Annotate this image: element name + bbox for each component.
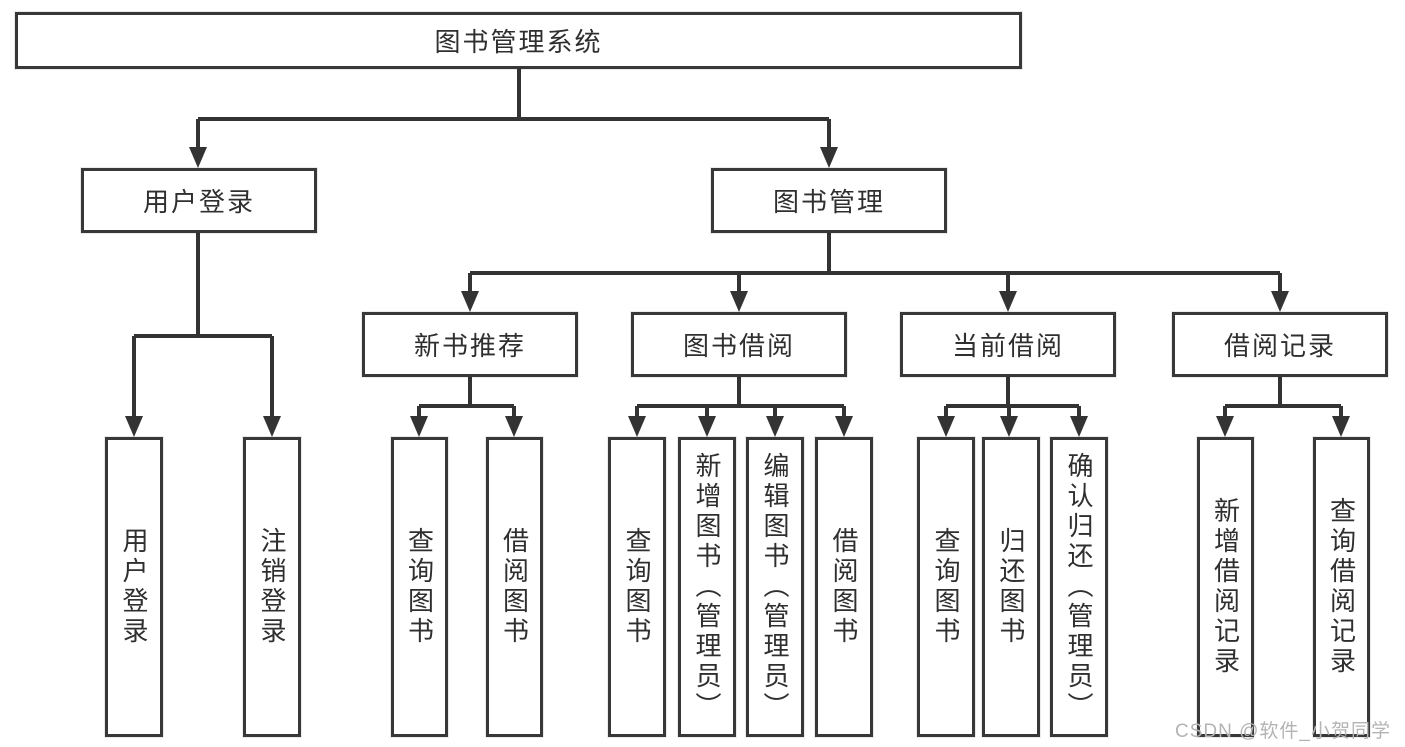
leaf-return-books: 归还图书 [982,437,1040,737]
leaf-edit-book-admin: 编辑图书（管理员） [746,437,804,737]
node-book-management: 图书管理 [711,168,947,233]
leaf-borrow-books-recommend: 借阅图书 [486,437,543,737]
leaf-borrow-books: 借阅图书 [815,437,873,737]
leaf-query-books-recommend: 查询图书 [391,437,448,737]
node-user-login: 用户登录 [81,168,317,233]
arrowheads [125,147,1350,437]
node-new-book-recommendation: 新书推荐 [362,312,578,377]
leaf-query-borrow-record: 查询借阅记录 [1313,437,1370,737]
leaf-query-books-current: 查询图书 [917,437,975,737]
connector-book-borrow-branch [635,377,846,420]
connector-book-management-branch [468,233,1282,295]
leaf-logout: 注销登录 [243,437,301,737]
leaf-user-login: 用户登录 [105,437,163,737]
csdn-watermark: CSDN @软件_小贺同学 [1175,721,1391,742]
connector-borrow-records-branch [1223,377,1343,420]
node-book-borrowing: 图书借阅 [631,312,847,377]
leaf-add-book-admin: 新增图书（管理员） [678,437,736,737]
leaf-confirm-return-admin: 确认归还（管理员） [1050,437,1108,737]
connector-current-borrow-branch [944,377,1081,420]
connector-user-login-branch [132,233,274,420]
node-current-borrowing: 当前借阅 [900,312,1116,377]
connector-new-book-branch [417,377,516,420]
leaf-add-borrow-record: 新增借阅记录 [1197,437,1254,737]
node-library-management-system: 图书管理系统 [15,12,1022,69]
connector-root-to-level2 [196,69,831,150]
leaf-query-books-borrow: 查询图书 [608,437,666,737]
node-borrowing-records: 借阅记录 [1172,312,1388,377]
